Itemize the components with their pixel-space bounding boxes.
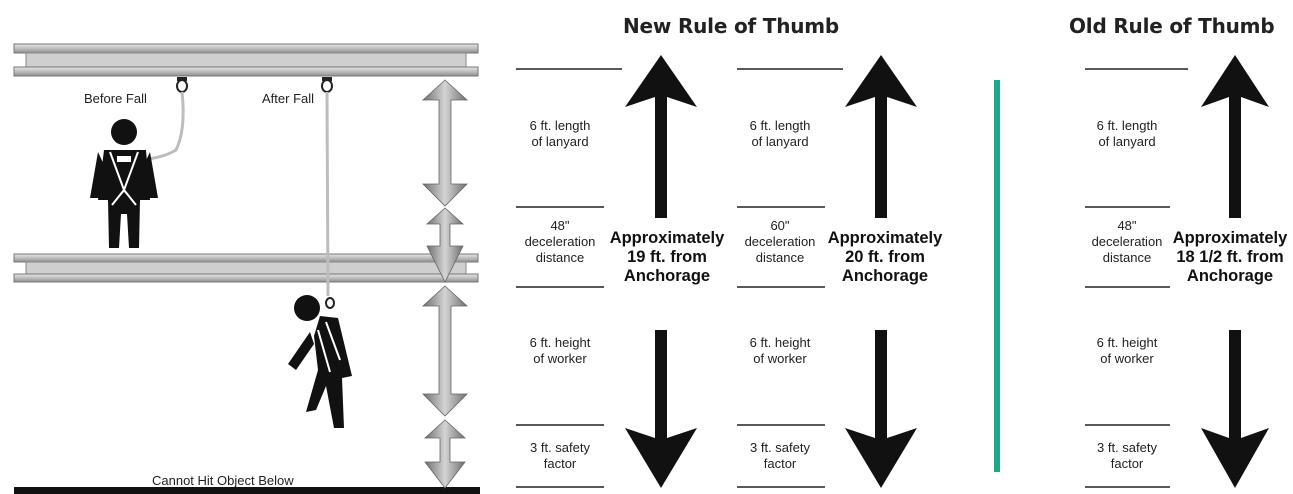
after-fall-label: After Fall: [262, 91, 315, 106]
arrow-up-icon: [625, 55, 1269, 218]
col2-deceleration-label: 60" deceleration distance: [744, 218, 816, 265]
col1-worker-label: 6 ft. height of worker: [529, 335, 591, 366]
distance-arrows: [421, 79, 469, 489]
new-rule-title: New Rule of Thumb: [623, 14, 840, 38]
col3-lanyard-label: 6 ft. length of lanyard: [1096, 118, 1158, 149]
bottom-label: Cannot Hit Object Below: [152, 473, 294, 488]
col3-worker-label: 6 ft. height of worker: [1096, 335, 1158, 366]
col3-safety-label: 3 ft. safety factor: [1097, 440, 1157, 471]
col2-total-label: Approximately 20 ft. from Anchorage: [827, 229, 943, 285]
col1-safety-label: 3 ft. safety factor: [530, 440, 590, 471]
col3-total-label: Approximately 18 1/2 ft. from Anchorage: [1172, 229, 1288, 285]
col2-safety-label: 3 ft. safety factor: [750, 440, 810, 471]
lanyard-after: [325, 91, 330, 297]
middle-beam: [13, 253, 479, 283]
col1-deceleration-label: 48" deceleration distance: [524, 218, 596, 265]
worker-before-icon: [90, 119, 158, 248]
col1-lanyard-label: 6 ft. length of lanyard: [529, 118, 591, 149]
arrow-down-icon: [625, 330, 1269, 488]
before-fall-label: Before Fall: [84, 91, 147, 106]
worker-after-icon: [288, 295, 352, 428]
col3-deceleration-label: 48" deceleration distance: [1091, 218, 1163, 265]
col2-lanyard-label: 6 ft. length of lanyard: [749, 118, 811, 149]
old-rule-title: Old Rule of Thumb: [1069, 14, 1275, 38]
section-divider: [994, 80, 1000, 472]
column-guides: [516, 68, 1188, 488]
col1-total-label: Approximately 19 ft. from Anchorage: [609, 229, 725, 285]
top-beam: [13, 43, 479, 77]
col2-worker-label: 6 ft. height of worker: [749, 335, 811, 366]
anchor-before-icon: [176, 77, 188, 93]
anchor-after-icon: [321, 77, 333, 93]
ground-line: [14, 487, 480, 494]
